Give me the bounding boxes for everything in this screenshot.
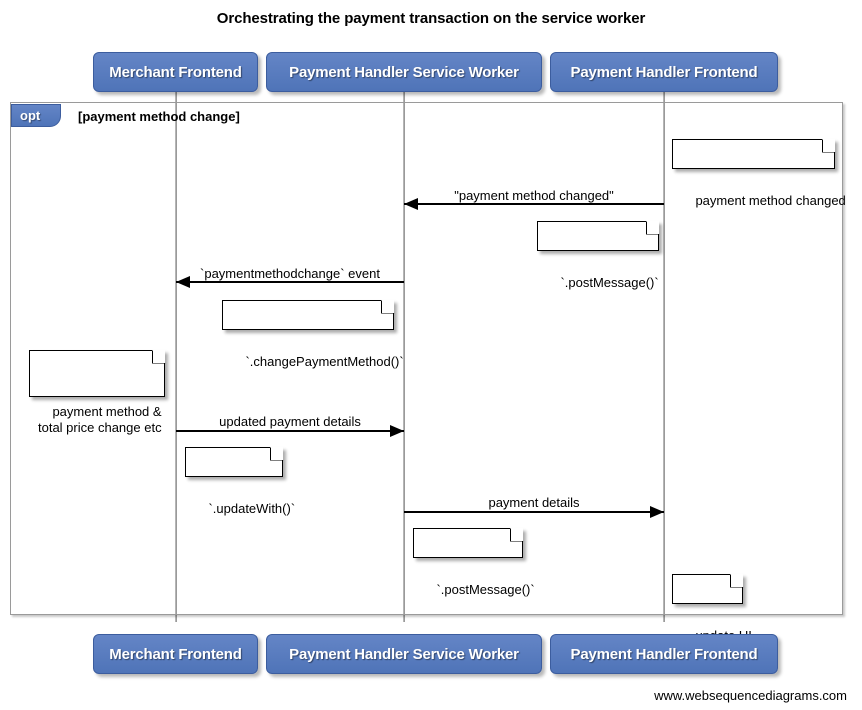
opt-fragment-guard: [payment method change]	[78, 109, 240, 124]
note-text: `.postMessage()`	[436, 582, 535, 597]
message-label-payment-details: payment details	[488, 495, 580, 510]
participant-label: Payment Handler Frontend	[570, 645, 758, 663]
note-text: payment method & total price change etc	[38, 404, 162, 435]
note-post-message-2: `.postMessage()`	[413, 527, 535, 597]
note-payment-method-total-price: payment method & total price change etc	[29, 349, 166, 435]
participant-top-merchant-frontend[interactable]: Merchant Frontend	[93, 52, 258, 92]
message-arrowhead-payment-details	[650, 506, 664, 518]
message-line-updated-payment-details	[176, 430, 404, 432]
lifeline-payment-handler-service-worker	[403, 92, 405, 622]
diagram-title: Orchestrating the payment transaction on…	[216, 10, 646, 27]
note-payment-method-changed: payment method changed	[672, 138, 846, 208]
message-label-updated-payment-details: updated payment details	[219, 414, 361, 429]
participant-label: Merchant Frontend	[109, 63, 242, 81]
opt-fragment-frame	[10, 102, 843, 615]
footer-credit: www.websequencediagrams.com	[654, 688, 847, 703]
message-arrowhead-paymentmethodchange-event	[176, 276, 190, 288]
message-arrowhead-updated-payment-details	[390, 425, 404, 437]
opt-fragment-tag-label: opt	[20, 108, 41, 123]
participant-top-payment-handler-service-worker[interactable]: Payment Handler Service Worker	[266, 52, 542, 92]
message-line-payment-details	[404, 511, 664, 513]
message-label-paymentmethodchange-event: `paymentmethodchange` event	[200, 266, 380, 281]
note-update-ui: update UI	[672, 573, 752, 643]
participant-label: Payment Handler Service Worker	[289, 63, 519, 81]
participant-bottom-payment-handler-frontend[interactable]: Payment Handler Frontend	[550, 634, 778, 674]
note-change-payment-method: `.changePaymentMethod()`	[222, 299, 404, 369]
opt-fragment-tag: opt	[11, 104, 61, 127]
message-label-payment-method-changed: "payment method changed"	[454, 188, 614, 203]
participant-top-payment-handler-frontend[interactable]: Payment Handler Frontend	[550, 52, 778, 92]
note-text: payment method changed	[695, 193, 846, 208]
message-arrowhead-payment-method-changed	[404, 198, 418, 210]
note-text: `.changePaymentMethod()`	[245, 354, 404, 369]
participant-label: Payment Handler Frontend	[570, 63, 758, 81]
note-text: `.postMessage()`	[560, 275, 659, 290]
participant-label: Merchant Frontend	[109, 645, 242, 663]
message-line-payment-method-changed	[404, 203, 664, 205]
participant-label: Payment Handler Service Worker	[289, 645, 519, 663]
participant-bottom-merchant-frontend[interactable]: Merchant Frontend	[93, 634, 258, 674]
lifeline-merchant-frontend	[175, 92, 177, 622]
note-update-with: `.updateWith()`	[185, 446, 295, 516]
message-line-paymentmethodchange-event	[176, 281, 404, 283]
lifeline-payment-handler-frontend	[663, 92, 665, 622]
note-text: `.updateWith()`	[208, 501, 296, 516]
participant-bottom-payment-handler-service-worker[interactable]: Payment Handler Service Worker	[266, 634, 542, 674]
note-post-message-1: `.postMessage()`	[537, 220, 660, 290]
